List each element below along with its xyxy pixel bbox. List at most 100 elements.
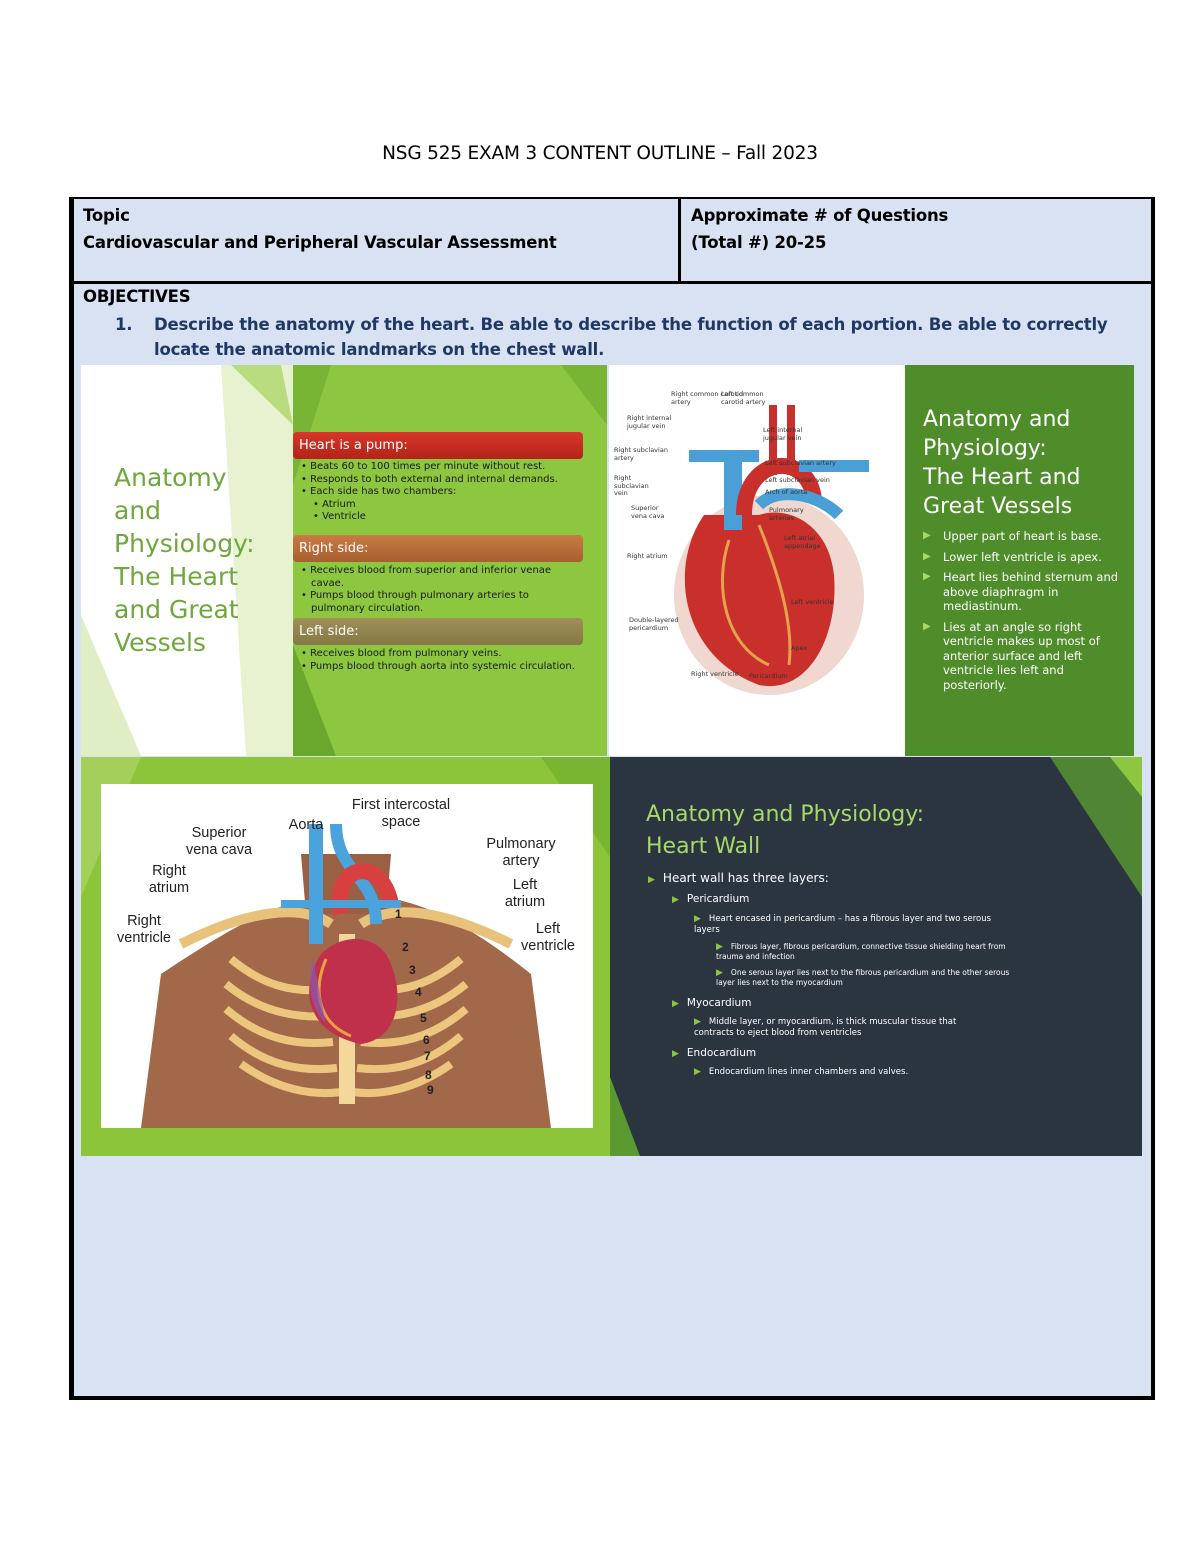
- topic-label: Topic: [83, 206, 130, 225]
- slide1-title-line: Physiology:: [114, 529, 255, 558]
- right-side-bar: Right side:: [293, 535, 583, 562]
- myocardium-item: ▶Myocardium: [672, 997, 751, 1009]
- heart-diagram-icon: [674, 405, 869, 695]
- rib-number: 9: [427, 1083, 434, 1097]
- label-left-atrial-appendage: Left atrial appendage: [784, 534, 821, 550]
- label-left-atrium: Left atrium: [504, 877, 546, 910]
- endocardium-text: Endocardium: [686, 1047, 757, 1059]
- pericardium-desc: ▶Heart encased in pericardium – has a fi…: [694, 914, 1014, 936]
- slide1-title-line: and Great: [114, 595, 239, 624]
- heart-wall-layers: ▶Heart wall has three layers:: [648, 871, 829, 885]
- heart-wall-layers-text: Heart wall has three layers:: [662, 871, 829, 885]
- myocardium-desc-text: Middle layer, or myocardium, is thick mu…: [694, 1017, 957, 1038]
- bullet-arrow-icon: ▶: [694, 1067, 701, 1077]
- pericardium-text: Pericardium: [686, 893, 750, 905]
- rib-number: 8: [425, 1068, 432, 1082]
- endocardium-desc: ▶ Endocardium lines inner chambers and va…: [694, 1067, 908, 1077]
- label-pericardium: Pericardium: [749, 672, 788, 680]
- slide2-title-line: Physiology:: [923, 436, 1047, 461]
- slide-heart-pump: Anatomy and Physiology: The Heart and Gr…: [81, 365, 607, 756]
- objective-text: Describe the anatomy of the heart. Be ab…: [154, 315, 1108, 359]
- label-superior-vena-cava: Superior vena cava: [185, 825, 253, 858]
- objective-item-1: 1. Describe the anatomy of the heart. Be…: [115, 312, 1135, 362]
- label-double-layered-pericardium: Double-layered pericardium: [629, 616, 679, 632]
- bullet-arrow-icon: ▶: [694, 914, 701, 924]
- chest-photo: [101, 784, 593, 1128]
- table-right-border: [1151, 199, 1153, 1398]
- label-right-internal-jugular: Right internal jugular vein: [627, 414, 672, 430]
- rib-number: 6: [423, 1033, 430, 1047]
- questions-value: (Total #) 20-25: [691, 233, 827, 252]
- chamber-bullet: • Ventricle: [313, 511, 366, 522]
- pump-bullet: • Beats 60 to 100 times per minute witho…: [301, 461, 546, 472]
- bullet-arrow-icon: ▶: [716, 968, 723, 978]
- slide2-title-line: The Heart and: [923, 465, 1081, 490]
- fibrous-layer-item: ▶Fibrous layer, fibrous pericardium, con…: [716, 942, 1016, 962]
- label-superior-vena-cava: Superior vena cava: [631, 504, 665, 520]
- slide1-title-line: The Heart: [114, 562, 239, 591]
- slide2-bullet: Upper part of heart is base.: [923, 529, 1123, 544]
- table-column-divider: [678, 199, 681, 284]
- label-right-atrium: Right atrium: [148, 863, 190, 896]
- topic-value: Cardiovascular and Peripheral Vascular A…: [83, 233, 557, 252]
- slide-heart-wall: Anatomy and Physiology: Heart Wall ▶Hear…: [610, 757, 1142, 1156]
- endocardium-desc-text: Endocardium lines inner chambers and val…: [708, 1067, 909, 1077]
- slide4-title-line: Anatomy and Physiology:: [646, 802, 925, 827]
- slide2-bullet: Lower left ventricle is apex.: [923, 550, 1123, 565]
- label-aorta: Aorta: [288, 817, 324, 833]
- rib-number: 4: [415, 985, 422, 999]
- pericardium-desc-text: Heart encased in pericardium – has a fib…: [694, 914, 992, 935]
- slide2-bullet: Heart lies behind sternum and above diap…: [923, 570, 1123, 614]
- slide4-decor-shapes: [610, 757, 1142, 1156]
- chest-anatomy-icon: [141, 823, 551, 1128]
- slide1-title-line: Anatomy: [114, 463, 227, 492]
- serous-layer-item: ▶One serous layer lies next to the fibro…: [716, 968, 1016, 988]
- questions-cell: Approximate # of Questions (Total #) 20-…: [691, 202, 948, 256]
- slide-decor-shapes: [81, 365, 293, 756]
- left-side-bullets: • Receives blood from pulmonary veins. •…: [301, 648, 581, 673]
- label-first-intercostal-line: First intercostal space: [351, 797, 451, 830]
- left-side-bullet: • Pumps blood through aorta into systemi…: [301, 660, 575, 672]
- label-right-subclavian-vein: Right subclavian vein: [614, 474, 649, 497]
- label-right-ventricle: Right ventricle: [117, 913, 171, 946]
- label-left-subclavian-artery: Left subclavian artery: [765, 459, 836, 467]
- label-pulmonary-arteries: Pulmonary arteries: [769, 506, 804, 522]
- slide1-title-line: Vessels: [114, 628, 206, 657]
- table-header-row: [71, 199, 1153, 284]
- left-side-bullet: • Receives blood from pulmonary veins.: [301, 648, 502, 659]
- document-title: NSG 525 EXAM 3 CONTENT OUTLINE – Fall 20…: [382, 143, 818, 164]
- label-left-ventricle: Left ventricle: [521, 921, 575, 954]
- slide2-title-line: Anatomy and: [923, 407, 1071, 432]
- rib-number: 1: [395, 907, 402, 921]
- right-side-bullet: • Receives blood from superior and infer…: [301, 565, 552, 589]
- right-side-bullet: • Pumps blood through pulmonary arteries…: [301, 590, 529, 614]
- bullet-arrow-icon: ▶: [672, 895, 679, 905]
- table-left-border: [71, 199, 74, 1398]
- pump-bullet: • Responds to both external and internal…: [301, 473, 558, 485]
- label-arch-of-aorta: Arch of aorta: [765, 488, 808, 496]
- chamber-bullet: • Atrium: [313, 498, 356, 510]
- label-right-subclavian-artery: Right subclavian artery: [614, 446, 668, 462]
- label-right-ventricle: Right ventricle: [691, 670, 739, 678]
- pericardium-item: ▶ Pericardium: [672, 893, 749, 905]
- label-left-subclavian-vein: Left subclavian vein: [765, 476, 830, 484]
- heart-pump-bar: Heart is a pump:: [293, 432, 583, 459]
- rib-number: 7: [424, 1049, 431, 1063]
- endocardium-item: ▶Endocardium: [672, 1047, 756, 1059]
- label-first-intercostal-space: First intercostal space: [331, 797, 471, 831]
- label-pulmonary-artery: Pulmonary artery: [486, 836, 556, 869]
- slide-heart-great-vessels: Right common carotid artery Left common …: [609, 365, 1134, 756]
- label-left-common-carotid: Left common carotid artery: [721, 390, 766, 406]
- questions-label: Approximate # of Questions: [691, 206, 949, 225]
- myocardium-text: Myocardium: [686, 997, 752, 1009]
- slide2-title: Anatomy and Physiology: The Heart and Gr…: [923, 405, 1081, 521]
- slide4-title: Anatomy and Physiology: Heart Wall: [646, 799, 924, 863]
- label-right-common-carotid: Right common carotid artery: [671, 390, 744, 406]
- rib-number: 2: [402, 940, 409, 954]
- slide2-title-line: Great Vessels: [923, 494, 1073, 519]
- myocardium-desc: ▶Middle layer, or myocardium, is thick m…: [694, 1017, 994, 1039]
- label-right-atrium: Right atrium: [627, 552, 668, 560]
- bullet-arrow-icon: ▶: [694, 1017, 701, 1027]
- rib-number: 3: [409, 963, 416, 977]
- rib-number: 5: [420, 1011, 427, 1025]
